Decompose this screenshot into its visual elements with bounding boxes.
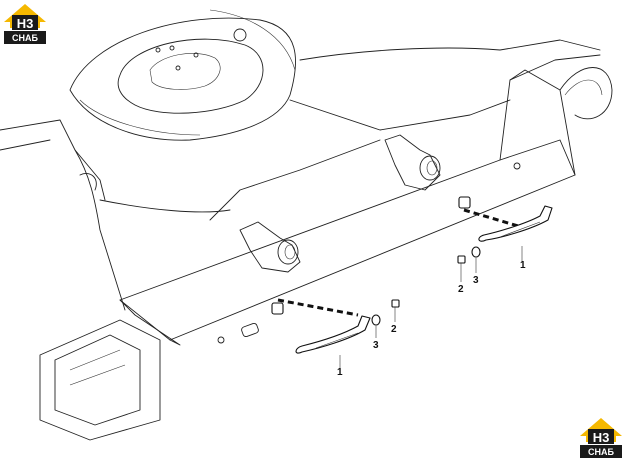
logo-caption-text: CHAБ: [588, 447, 614, 457]
callout-clip-right: 1: [520, 260, 526, 271]
logo-mark-text: H3: [17, 16, 34, 31]
logo-mark-icon: H3 CHAБ: [580, 418, 622, 458]
callout-clip-left: 1: [337, 367, 343, 378]
callout-bolt-left: 2: [391, 324, 397, 335]
undercarriage-frame: [0, 39, 613, 441]
clip-assembly-left: [271, 298, 400, 368]
logo-mark-text: H3: [593, 430, 610, 445]
carrier-roller-left: [239, 221, 301, 273]
brand-logo-bottom: H3 CHAБ: [578, 416, 624, 460]
brand-logo: H3 CHAБ: [2, 2, 48, 46]
clip-assembly-right: [457, 196, 553, 282]
callout-bolt-right: 2: [458, 284, 464, 295]
logo-mark-icon: H3 CHAБ: [4, 4, 46, 44]
callout-washer-left: 3: [373, 340, 379, 351]
callout-washer-right: 3: [473, 275, 479, 286]
carrier-roller-right: [384, 134, 441, 191]
slewing-ring: [69, 9, 296, 141]
logo-caption-text: CHAБ: [12, 33, 38, 43]
